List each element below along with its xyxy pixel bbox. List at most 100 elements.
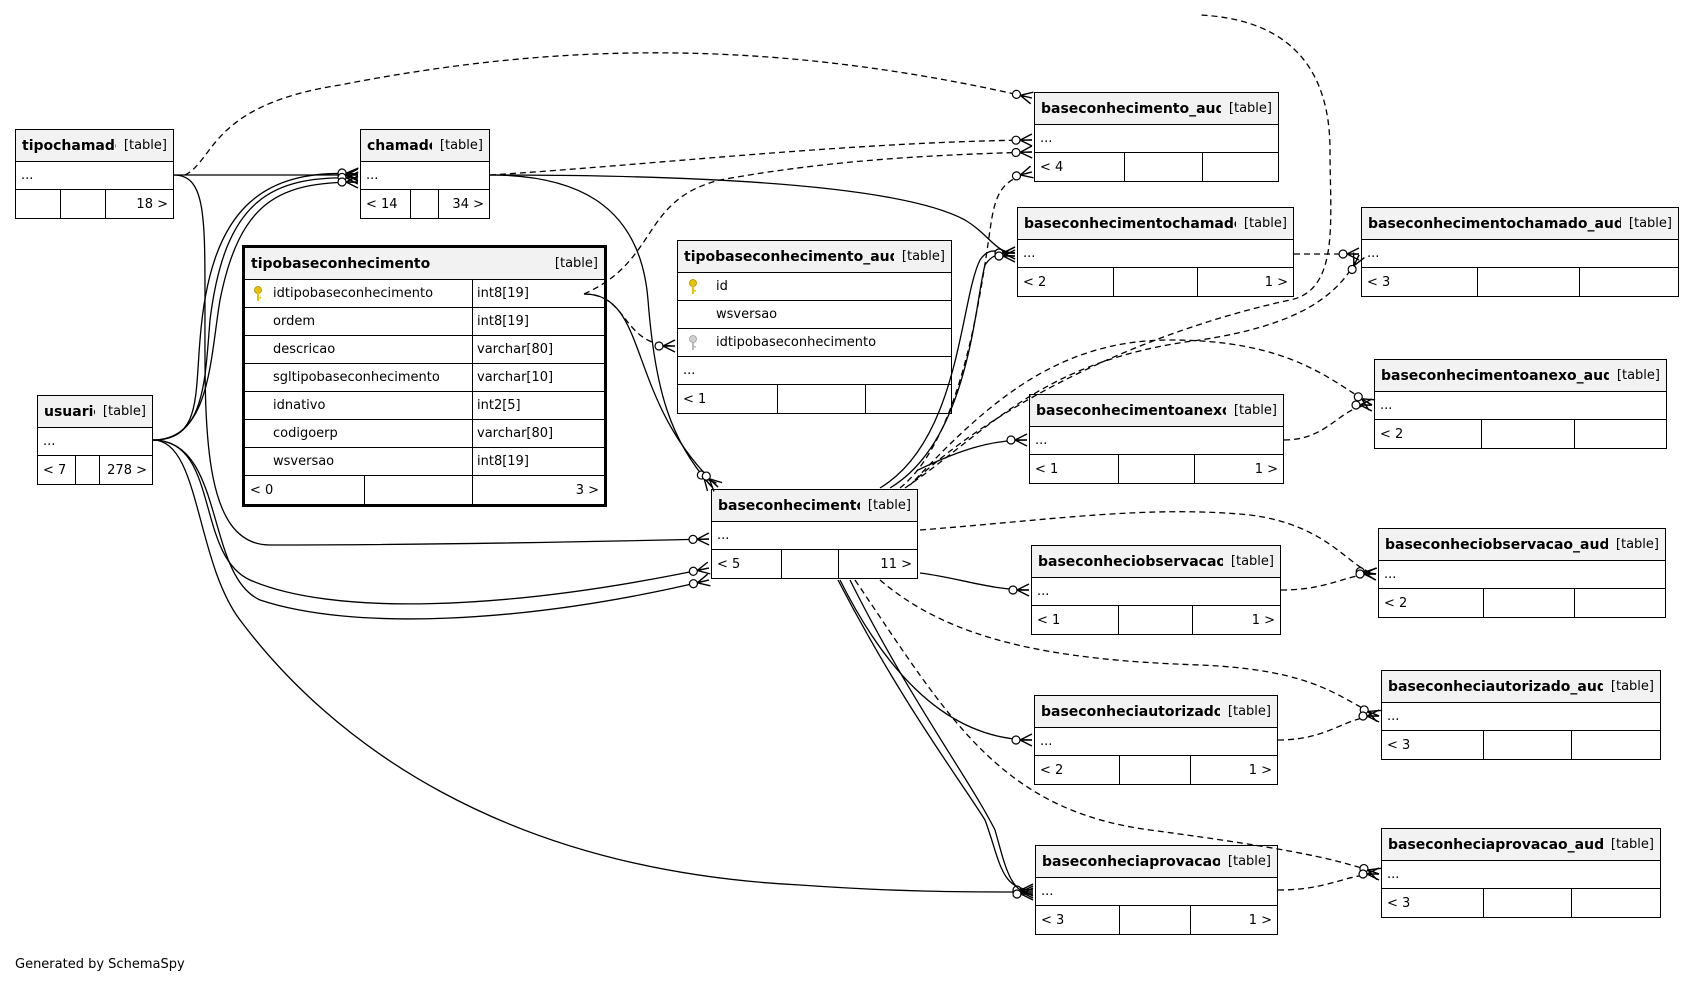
columns-ellipsis: ...	[1018, 240, 1293, 268]
table-tipobaseconhecimento-aud[interactable]: tipobaseconhecimento_aud[table] id wsver…	[677, 240, 952, 414]
children-count[interactable]: 1 >	[1248, 762, 1272, 778]
children-count[interactable]	[1575, 589, 1665, 617]
table-baseconheciobservacao[interactable]: baseconheciobservacao[table] ... < 1 1 >	[1031, 545, 1281, 635]
children-count[interactable]: 3 >	[575, 482, 599, 498]
table-tag: [table]	[1233, 403, 1277, 418]
table-footer: < 4	[1035, 153, 1278, 181]
table-tag: [table]	[1228, 101, 1272, 116]
columns-ellipsis: ...	[1035, 728, 1277, 756]
table-baseconhecimentoanexo-aud[interactable]: baseconhecimentoanexo_aud[table] ... < 2	[1374, 359, 1667, 449]
table-baseconheciaprovacao-aud[interactable]: baseconheciaprovacao_aud[table] ... < 3	[1381, 828, 1661, 918]
row-count	[365, 476, 473, 504]
children-count[interactable]: 1 >	[1264, 274, 1288, 290]
column-row[interactable]: wsversao	[678, 301, 951, 329]
parents-count[interactable]: < 14	[361, 190, 411, 218]
row-count	[1120, 906, 1191, 934]
table-footer: < 1 1 >	[1032, 606, 1280, 634]
children-count[interactable]: 1 >	[1248, 912, 1272, 928]
column-row[interactable]: idtipobaseconhecimento	[678, 329, 951, 357]
parents-count[interactable]: < 1	[1030, 455, 1119, 483]
table-tag: [table]	[1615, 537, 1659, 552]
parents-count[interactable]: < 3	[1362, 268, 1478, 296]
table-tipochamado[interactable]: tipochamado[table] ... 18 >	[15, 129, 174, 219]
column-name: idtipobaseconhecimento	[716, 335, 877, 350]
children-count[interactable]	[1580, 268, 1678, 296]
table-baseconheciobservacao-aud[interactable]: baseconheciobservacao_aud[table] ... < 2	[1378, 528, 1666, 618]
parents-count[interactable]: < 5	[712, 550, 782, 578]
table-baseconheciaprovacao[interactable]: baseconheciaprovacao[table] ... < 3 1 >	[1035, 845, 1278, 935]
parents-count[interactable]: < 2	[1375, 420, 1482, 448]
table-tag: [table]	[102, 404, 146, 419]
row-count	[411, 190, 439, 218]
parents-count[interactable]: < 2	[1018, 268, 1114, 296]
table-header: usuario[table]	[38, 396, 152, 428]
columns-ellipsis: ...	[361, 162, 489, 190]
table-header: tipochamado[table]	[16, 130, 173, 162]
children-count[interactable]: 11 >	[880, 556, 912, 572]
row-count	[1125, 153, 1203, 181]
table-tag: [table]	[1243, 216, 1287, 231]
table-name: baseconheciaprovacao_aud	[1388, 836, 1603, 853]
table-tag: [table]	[1227, 704, 1271, 719]
table-tag: [table]	[439, 138, 483, 153]
table-name: baseconhecimentochamado	[1024, 215, 1236, 232]
parents-count[interactable]: < 0	[245, 476, 365, 504]
row-count	[1482, 420, 1575, 448]
column-type: int8[19]	[477, 314, 529, 329]
table-baseconhecimento-aud[interactable]: baseconhecimento_aud[table] ... < 4	[1034, 92, 1279, 182]
table-header: baseconhecimento[table]	[712, 490, 917, 522]
columns-ellipsis: ...	[1362, 240, 1678, 268]
rel-baseconhecimento-baseconheciaprovacao-2	[849, 579, 1034, 901]
table-header: baseconheciaprovacao[table]	[1036, 846, 1277, 878]
table-baseconhecimentochamado[interactable]: baseconhecimentochamado [table] ... < 2 1 …	[1017, 207, 1294, 297]
parents-count[interactable]: < 1	[678, 385, 778, 413]
column-name: sgltipobaseconhecimento	[273, 370, 440, 385]
children-count[interactable]: 278 >	[107, 462, 147, 478]
table-footer: < 1 1 >	[1030, 455, 1283, 483]
column-name: idnativo	[273, 398, 326, 413]
children-count[interactable]: 1 >	[1251, 612, 1275, 628]
columns-ellipsis: ...	[1036, 878, 1277, 906]
column-row[interactable]: id	[678, 273, 951, 301]
columns-ellipsis: ...	[1032, 578, 1280, 606]
parents-count[interactable]: < 3	[1382, 889, 1484, 917]
parents-count[interactable]: < 3	[1382, 731, 1484, 759]
children-count[interactable]	[1203, 153, 1278, 181]
parents-count[interactable]: < 2	[1379, 589, 1484, 617]
parents-count[interactable]	[16, 190, 61, 218]
parents-count[interactable]: < 7	[38, 456, 76, 484]
parents-count[interactable]: < 1	[1032, 606, 1119, 634]
table-baseconhecimentochamado-aud[interactable]: baseconhecimentochamado_aud[table] ... <…	[1361, 207, 1679, 297]
parents-count[interactable]: < 2	[1035, 756, 1120, 784]
children-count[interactable]: 18 >	[136, 196, 168, 212]
table-tipobaseconhecimento[interactable]: tipobaseconhecimento[table] idtipobaseco…	[242, 245, 607, 507]
table-tag: [table]	[867, 498, 911, 513]
children-count[interactable]	[1575, 420, 1666, 448]
column-row[interactable]: idtipobaseconhecimento int8[19]	[245, 280, 604, 308]
rel-baseconhecimento-baseconheciobservacao	[919, 572, 1030, 597]
children-count[interactable]	[1572, 889, 1660, 917]
table-tag: [table]	[1616, 368, 1660, 383]
table-baseconheciautorizado-aud[interactable]: baseconheciautorizado_aud[table] ... < 3	[1381, 670, 1661, 760]
table-footer: < 2	[1379, 589, 1665, 617]
table-header: baseconheciobservacao[table]	[1032, 546, 1280, 578]
children-count[interactable]	[866, 385, 951, 413]
parents-count[interactable]: < 3	[1036, 906, 1120, 934]
rel-baseconheciobservacao-baseconheciobservacao-aud	[1280, 567, 1377, 591]
parents-count[interactable]: < 4	[1035, 153, 1125, 181]
children-count[interactable]: 34 >	[452, 196, 484, 212]
children-count[interactable]	[1572, 731, 1660, 759]
children-count[interactable]: 1 >	[1254, 461, 1278, 477]
columns-ellipsis: ...	[1382, 861, 1660, 889]
